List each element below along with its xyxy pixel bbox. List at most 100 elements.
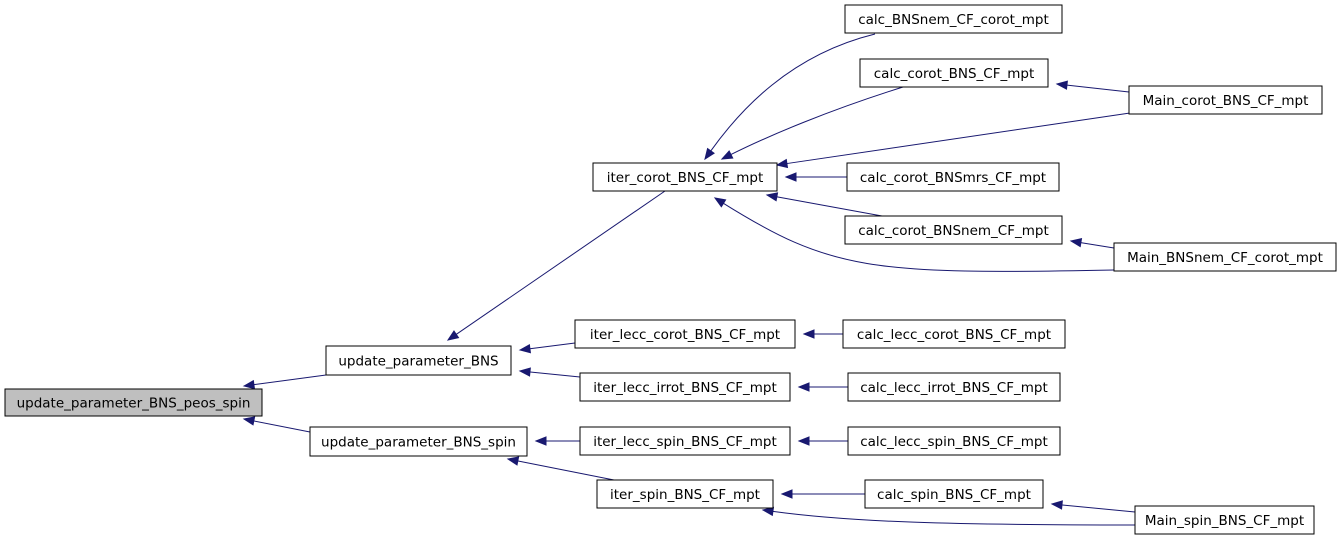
edge-line [516,460,615,481]
edge-iter_lecc_corot-to-upd_bns [518,342,576,354]
node-calc-corot[interactable]: calc_corot_BNS_CF_mpt [859,58,1049,88]
edge-line [771,510,1136,526]
node-label: iter_lecc_spin_BNS_CF_mpt [593,434,777,450]
edge-arrowhead [780,489,793,499]
node-upd-bns[interactable]: update_parameter_BNS [325,345,512,376]
edge-arrowhead [506,456,520,466]
node-box[interactable] [842,319,1066,349]
edge-arrowhead [797,436,810,446]
edge-arrowhead [761,506,775,517]
node-calc-spin[interactable]: calc_spin_BNS_CF_mpt [864,479,1044,509]
node-calc-bnsnem-corot[interactable]: calc_BNSnem_CF_corot_mpt [844,4,1063,34]
node-main-bnsnem[interactable]: Main_BNSnem_CF_corot_mpt [1113,242,1337,272]
edge-arrowhead [446,330,460,341]
node-iter-lecc-spin[interactable]: iter_lecc_spin_BNS_CF_mpt [579,426,791,456]
node-label: calc_corot_BNS_CF_mpt [874,66,1035,82]
node-iter-lecc-irrot[interactable]: iter_lecc_irrot_BNS_CF_mpt [579,372,791,402]
edge-line [709,33,876,152]
edge-iter_corot-to-upd_bns [446,190,666,341]
node-label: Main_spin_BNS_CF_mpt [1145,513,1304,529]
edge-line [1079,241,1115,249]
node-main-spin[interactable]: Main_spin_BNS_CF_mpt [1134,505,1315,535]
node-iter-corot[interactable]: iter_corot_BNS_CF_mpt [592,162,778,192]
node-label: iter_lecc_irrot_BNS_CF_mpt [593,380,777,396]
node-label: calc_corot_BNSmrs_CF_mpt [860,170,1046,186]
node-iter-lecc-corot[interactable]: iter_lecc_corot_BNS_CF_mpt [574,319,796,349]
edge-iter_lecc_spin-to-upd_spin [534,436,580,446]
edge-main_spin-to-iter_spin [761,506,1136,526]
node-label: iter_lecc_corot_BNS_CF_mpt [590,327,780,343]
edge-line [729,86,904,156]
edge-iter_lecc_irrot-to-upd_bns [518,367,581,378]
node-label: update_parameter_BNS_peos_spin [17,396,251,412]
edge-line [785,112,1131,165]
node-box[interactable] [844,215,1063,245]
edge-arrowhead [518,343,532,354]
node-calc-lecc-irrot[interactable]: calc_lecc_irrot_BNS_CF_mpt [847,372,1061,402]
node-root[interactable]: update_parameter_BNS_peos_spin [4,388,263,417]
edge-arrowhead [797,382,810,392]
node-box[interactable] [592,162,778,192]
node-box[interactable] [846,162,1060,192]
node-box[interactable] [325,345,512,376]
node-box[interactable] [4,388,263,417]
node-main-corot[interactable]: Main_corot_BNS_CF_mpt [1128,85,1323,115]
edge-line [722,202,1115,272]
edge-arrowhead [765,192,779,202]
edge-arrowhead [1055,80,1068,90]
node-label: iter_corot_BNS_CF_mpt [607,170,764,186]
node-label: Main_corot_BNS_CF_mpt [1143,93,1309,109]
edge-main_corot-to-iter_corot [775,112,1131,169]
edge-arrowhead [784,172,797,182]
node-box[interactable] [579,372,791,402]
node-box[interactable] [847,426,1061,456]
edge-calc_lecc_spin-to-iter_lecc_spin [797,436,848,446]
edge-arrowhead [775,158,789,169]
edge-main_spin-to-calc_spin [1050,500,1136,513]
edge-calc_corot-to-iter_corot [720,86,904,160]
edge-line [1065,84,1130,93]
node-box[interactable] [1128,85,1323,115]
edge-upd_spin-to-root [242,416,311,433]
node-label: calc_lecc_corot_BNS_CF_mpt [857,327,1051,343]
node-box[interactable] [847,372,1061,402]
node-iter-spin[interactable]: iter_spin_BNS_CF_mpt [596,479,774,509]
edge-main_bnsnem-to-iter_corot [713,197,1115,272]
node-box[interactable] [844,4,1063,34]
edge-line [252,374,327,386]
edge-calc_bnsnem_corot-to-iter_corot [704,33,876,161]
edge-calc_corot_bnsnem-to-iter_corot [765,192,883,217]
node-box[interactable] [579,426,791,456]
edge-calc_lecc_irrot-to-iter_lecc_irrot [797,382,848,392]
node-label: calc_BNSnem_CF_corot_mpt [858,12,1049,28]
node-box[interactable] [596,479,774,509]
edge-arrowhead [242,416,256,426]
edge-main_corot-to-calc_corot [1055,80,1130,93]
edge-calc_spin-to-iter_spin [780,489,865,499]
edge-line [1060,504,1136,513]
node-box[interactable] [864,479,1044,509]
edge-arrowhead [1050,500,1063,510]
node-upd-spin[interactable]: update_parameter_BNS_spin [309,426,528,457]
edge-main_bnsnem-to-calc_corot_bnsnem [1069,238,1115,249]
edge-line [775,196,883,217]
node-box[interactable] [574,319,796,349]
edge-line [528,342,576,350]
edge-line [252,420,311,433]
node-label: iter_spin_BNS_CF_mpt [610,487,760,503]
node-box[interactable] [1113,242,1337,272]
graph-edges [242,33,1136,526]
node-box[interactable] [309,426,528,457]
node-box[interactable] [859,58,1049,88]
node-box[interactable] [1134,505,1315,535]
node-calc-corot-bnsnem[interactable]: calc_corot_BNSnem_CF_mpt [844,215,1063,245]
node-calc-lecc-spin[interactable]: calc_lecc_spin_BNS_CF_mpt [847,426,1061,456]
edge-arrowhead [704,147,715,161]
edge-upd_bns-to-root [242,374,327,390]
node-calc-lecc-corot[interactable]: calc_lecc_corot_BNS_CF_mpt [842,319,1066,349]
edge-calc_corot_bnsmrs-to-iter_corot [784,172,847,182]
node-calc-corot-bnsmrs[interactable]: calc_corot_BNSmrs_CF_mpt [846,162,1060,192]
edge-line [528,371,581,378]
edge-iter_spin-to-upd_spin [506,456,615,481]
